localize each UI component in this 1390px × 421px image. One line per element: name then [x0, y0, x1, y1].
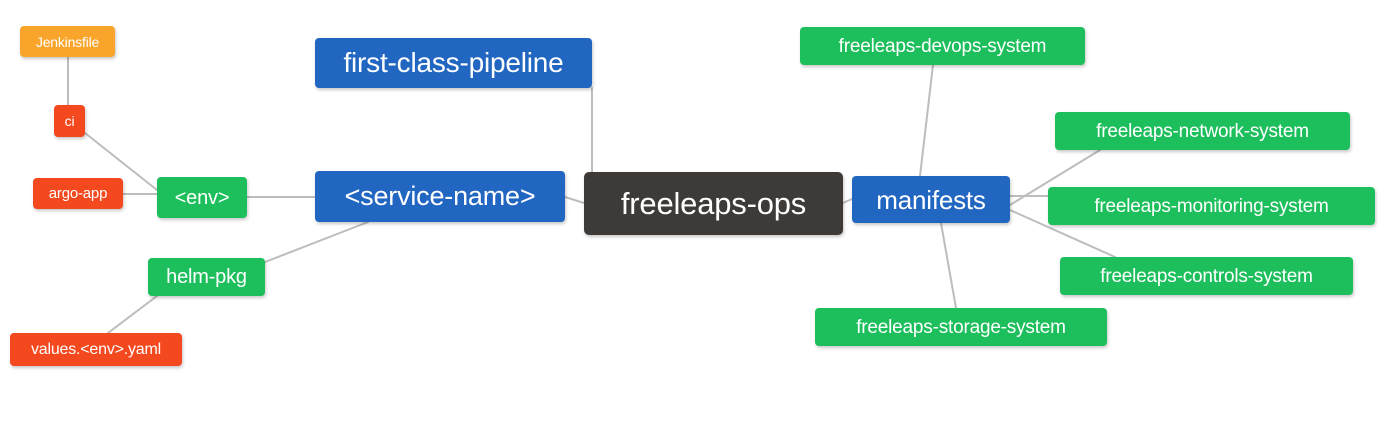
node-values-yaml[interactable]: values.<env>.yaml [10, 333, 182, 366]
node-env[interactable]: <env> [157, 177, 247, 218]
node-freeleaps-ops[interactable]: freeleaps-ops [584, 172, 843, 235]
edge-service-name-to-helm-pkg [264, 221, 369, 263]
edge-helm-pkg-to-values-yaml [107, 295, 158, 334]
node-helm-pkg[interactable]: helm-pkg [148, 258, 265, 296]
node-argo-app[interactable]: argo-app [33, 178, 123, 209]
edge-freeleaps-ops-to-service-name [564, 196, 585, 204]
edge-manifests-to-storage-system [940, 222, 957, 309]
node-service-name[interactable]: <service-name> [315, 171, 565, 222]
node-network-system[interactable]: freeleaps-network-system [1055, 112, 1350, 150]
node-manifests[interactable]: manifests [852, 176, 1010, 223]
edge-freeleaps-ops-to-manifests [842, 198, 853, 204]
node-devops-system[interactable]: freeleaps-devops-system [800, 27, 1085, 65]
node-jenkinsfile[interactable]: Jenkinsfile [20, 26, 115, 57]
node-monitoring-system[interactable]: freeleaps-monitoring-system [1048, 187, 1375, 225]
node-storage-system[interactable]: freeleaps-storage-system [815, 308, 1107, 346]
node-ci[interactable]: ci [54, 105, 85, 137]
edge-manifests-to-devops-system [919, 64, 934, 177]
node-controls-system[interactable]: freeleaps-controls-system [1060, 257, 1353, 295]
node-first-class-pipeline[interactable]: first-class-pipeline [315, 38, 592, 88]
